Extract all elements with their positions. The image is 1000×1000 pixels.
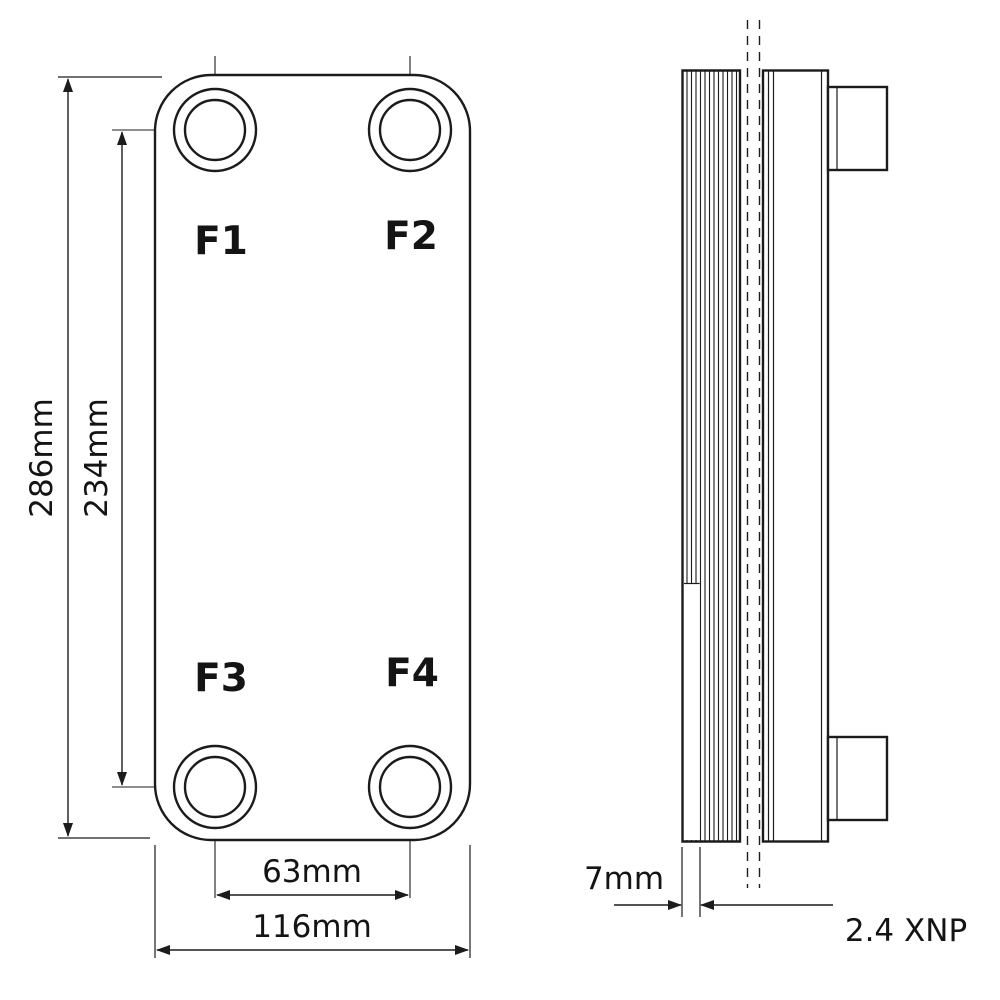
side-view [681,20,889,888]
side-dimensions: 7mm 2.4 XNP [584,847,967,949]
dim-label-116: 116mm [252,909,372,945]
end-plate [761,69,830,843]
dim-label-234: 234mm [79,398,115,518]
extension-lines-7mm [681,847,701,917]
end-plate-inner-lines [767,71,823,841]
connection-label: 2.4 XNP [845,913,967,949]
plate-pack-outline [681,69,742,843]
port-f4 [367,744,453,830]
connector-top [826,85,889,172]
extension-lines [58,76,471,958]
port-label-f1: F1 [194,219,248,264]
connector-bottom [826,735,889,822]
front-dimensions: 286mm 234mm 63mm 116mm [24,76,471,958]
dim-label-286: 286mm [24,398,60,518]
port-f2 [367,87,453,173]
port-label-f2: F2 [384,214,438,259]
dim-label-63: 63mm [262,854,362,890]
plate-pack-hatching [686,71,738,841]
front-body-plate [153,73,472,842]
dim-label-7: 7mm [584,861,664,897]
port-label-f3: F3 [194,656,248,701]
port-f3 [172,744,258,830]
side-centerlines [746,20,761,888]
port-f1 [172,87,258,173]
front-view: F1 F2 F3 F4 [112,56,472,898]
cover-plate-break [684,583,700,840]
port-label-f4: F4 [385,651,439,696]
